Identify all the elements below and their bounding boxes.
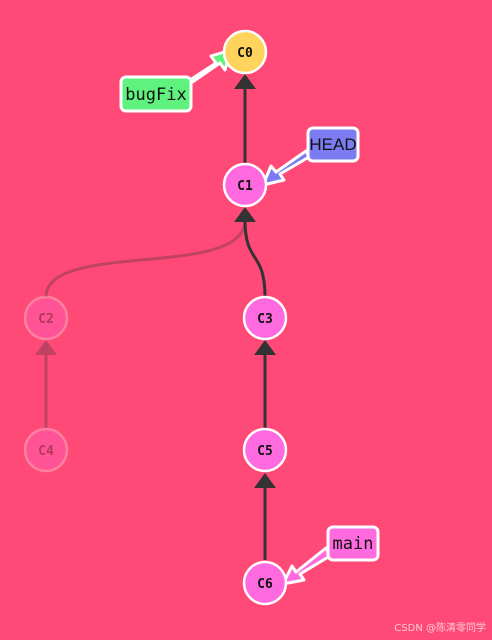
commit-c3-label: C3 bbox=[257, 312, 273, 327]
arrow-c1 bbox=[234, 207, 256, 222]
bugfix-label: bugFix bbox=[125, 85, 186, 105]
edges bbox=[35, 74, 276, 560]
commit-c0-circle bbox=[222, 29, 268, 75]
commit-c2-circle bbox=[23, 295, 69, 341]
commit-c1-circle bbox=[222, 162, 268, 208]
commit-c0-label: C0 bbox=[237, 46, 253, 61]
commit-c3[interactable]: C3 bbox=[242, 295, 288, 341]
commit-c6-label: C6 bbox=[257, 577, 273, 592]
commit-c4[interactable]: C4 bbox=[23, 427, 69, 473]
main-arrow bbox=[281, 546, 332, 586]
commits: C0 C1 C2 C3 C4 C5 C6 bbox=[23, 29, 288, 606]
edge-c2-c1 bbox=[44, 219, 247, 298]
main-label-box bbox=[326, 525, 380, 562]
commit-c6[interactable]: C6 bbox=[242, 560, 288, 606]
arrow-c2 bbox=[35, 340, 57, 355]
head-label: HEAD bbox=[309, 135, 356, 154]
commit-c2[interactable]: C2 bbox=[23, 295, 69, 341]
faded-edges bbox=[35, 219, 247, 428]
commit-c5[interactable]: C5 bbox=[242, 427, 288, 473]
commit-c5-circle bbox=[242, 427, 288, 473]
commit-c1[interactable]: C1 bbox=[222, 162, 268, 208]
head-label-box bbox=[306, 126, 360, 163]
head-ref[interactable]: HEAD bbox=[261, 126, 360, 187]
commit-c2-label: C2 bbox=[38, 312, 54, 327]
edge-c3-c1 bbox=[243, 219, 267, 298]
main-label: main bbox=[333, 534, 374, 554]
commit-c4-label: C4 bbox=[38, 444, 54, 459]
arrow-c5 bbox=[254, 473, 276, 488]
branch-arrows: bugFix HEAD main bbox=[119, 48, 380, 586]
commit-c6-circle bbox=[242, 560, 288, 606]
watermark: CSDN @陈清零同学 bbox=[394, 623, 486, 634]
bugfix-ref[interactable]: bugFix bbox=[119, 48, 233, 113]
head-arrow bbox=[261, 149, 311, 187]
commit-c1-label: C1 bbox=[237, 179, 253, 194]
arrow-c0 bbox=[234, 74, 256, 89]
arrow-c3 bbox=[254, 340, 276, 355]
commit-c0[interactable]: C0 bbox=[222, 29, 268, 75]
commit-c3-circle bbox=[242, 295, 288, 341]
commit-c5-label: C5 bbox=[257, 444, 273, 459]
main-ref[interactable]: main bbox=[281, 525, 380, 586]
commit-c4-circle bbox=[23, 427, 69, 473]
bugfix-label-box bbox=[119, 75, 193, 113]
